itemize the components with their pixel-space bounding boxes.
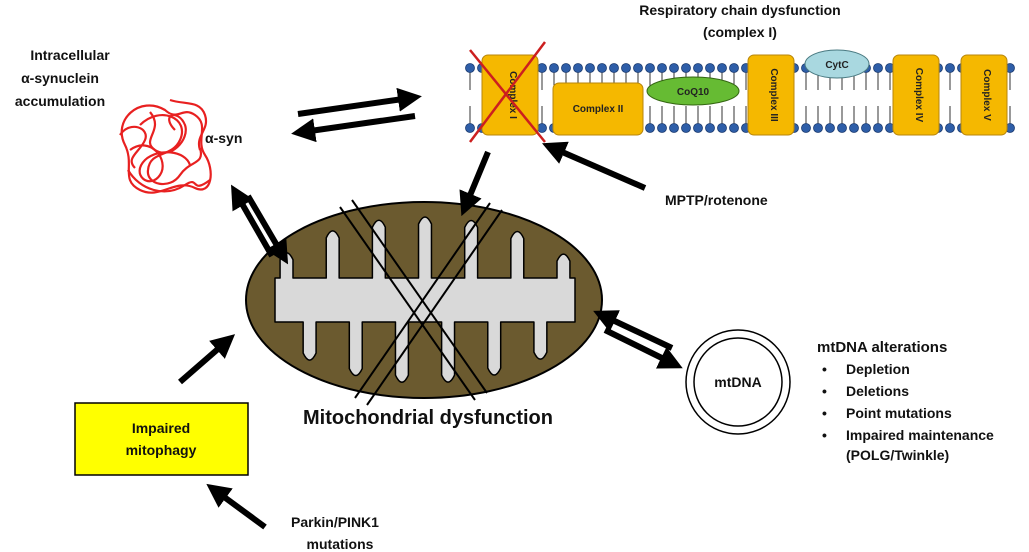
lipid-head [669, 123, 679, 133]
lipid-head [465, 123, 475, 133]
complex-1: Complex I [469, 41, 546, 143]
lipid-head [801, 123, 811, 133]
alpha-syn-heading: Intracellular α-synuclein accumulation [15, 47, 110, 109]
lipid-head [837, 123, 847, 133]
lipid-head [561, 63, 571, 73]
alpha-syn-heading-line1: Intracellular [30, 47, 110, 63]
mtdna-circle-label: mtDNA [714, 374, 761, 390]
cytc: CytC [804, 49, 870, 79]
mtdna-item-1: Depletion [846, 361, 910, 377]
complex-4: Complex IV [892, 54, 940, 136]
arrow-chain-to-syn [291, 113, 416, 143]
arrow-syn-to-chain [297, 87, 422, 117]
cytc-label: CytC [825, 60, 848, 71]
respiratory-title-line1: Respiratory chain dysfunction [639, 2, 840, 18]
arrow-parkin-to-mitophagy [206, 483, 267, 530]
lipid-head [945, 63, 955, 73]
alpha-synuclein-tangle-icon [119, 98, 212, 194]
lipid-head [645, 123, 655, 133]
lipid-head [729, 63, 739, 73]
parkin-pink1-line1: Parkin/PINK1 [291, 514, 379, 530]
lipid-head [633, 63, 643, 73]
lipid-head [537, 63, 547, 73]
complex-2: Complex II [552, 82, 644, 136]
complex-5: Complex V [960, 54, 1008, 136]
alpha-syn-heading-line2: α-synuclein [21, 70, 99, 86]
mitophagy-line2: mitophagy [126, 442, 197, 458]
respiratory-title-line2: (complex I) [703, 24, 777, 40]
mtdna-item-3: Point mutations [846, 405, 952, 421]
complex-3-label: Complex III [768, 68, 779, 122]
arrow-mito-to-mtdna [603, 327, 683, 369]
mptp-rotenone-label: MPTP/rotenone [665, 192, 768, 208]
lipid-head [873, 63, 883, 73]
lipid-head [693, 123, 703, 133]
complex-1-cross-line-b [469, 41, 546, 143]
arrow-mptp-to-complex1 [541, 141, 647, 191]
mitochondrion-cross-icon [339, 199, 503, 406]
mtdna-item-2: Deletions [846, 383, 909, 399]
lipid-head [873, 123, 883, 133]
mtdna-alterations: mtDNA alterations • Depletion • Deletion… [817, 339, 994, 463]
mitophagy-line1: Impaired [132, 420, 190, 436]
alpha-syn-label: α-syn [205, 130, 242, 146]
lipid-head [657, 63, 667, 73]
complex-1-cross-line-a [469, 49, 546, 143]
lipid-head [717, 123, 727, 133]
lipid-head [717, 63, 727, 73]
lipid-head [657, 123, 667, 133]
respiratory-title: Respiratory chain dysfunction (complex I… [639, 2, 840, 40]
mtdna-circle-icon: mtDNA [685, 329, 791, 435]
mtdna-bullet-3: • [822, 405, 827, 421]
arrow-syn-to-mito [245, 194, 289, 265]
lipid-head [705, 123, 715, 133]
mitophagy-box: Impaired mitophagy [74, 402, 249, 476]
lipid-head [825, 123, 835, 133]
mitochondrial-dysfunction-label: Mitochondrial dysfunction [303, 407, 553, 429]
coq10-label: CoQ10 [677, 87, 710, 98]
alpha-syn-heading-line3: accumulation [15, 93, 105, 109]
complex-4-label: Complex IV [913, 68, 924, 123]
mtdna-bullet-4: • [822, 427, 827, 443]
complex-1-label: Complex I [507, 71, 518, 119]
cristae-shape [274, 216, 576, 383]
arrow-mtdna-to-mito [593, 310, 674, 351]
arrow-mitophagy-to-mito [178, 334, 236, 385]
lipid-head [597, 63, 607, 73]
lipid-head [681, 123, 691, 133]
lipid-head [537, 123, 547, 133]
arrow-chain-to-mito [459, 150, 491, 217]
lipid-head [549, 63, 559, 73]
mtdna-alterations-title: mtDNA alterations [817, 339, 947, 356]
complex-5-label: Complex V [981, 69, 992, 121]
complex-3: Complex III [747, 54, 795, 136]
lipid-head [669, 63, 679, 73]
lipid-head [849, 123, 859, 133]
mtdna-bullet-2: • [822, 383, 827, 399]
parkin-pink1-line2: mutations [307, 536, 374, 552]
lipid-head [861, 123, 871, 133]
mtdna-bullet-1: • [822, 361, 827, 377]
lipid-head [609, 63, 619, 73]
lipid-head [945, 123, 955, 133]
cristae [274, 216, 576, 383]
arrows [178, 87, 683, 530]
lipid-head [681, 63, 691, 73]
lipid-head [813, 123, 823, 133]
lipid-head [693, 63, 703, 73]
lipid-head [621, 63, 631, 73]
lipid-head [645, 63, 655, 73]
lipid-head [705, 63, 715, 73]
lipid-head [465, 63, 475, 73]
mtdna-item-4-line2: (POLG/Twinkle) [846, 447, 949, 463]
lipid-head [585, 63, 595, 73]
complex-2-label: Complex II [573, 104, 624, 115]
lipid-head [729, 123, 739, 133]
mtdna-item-4: Impaired maintenance [846, 427, 994, 443]
coq10: CoQ10 [646, 76, 740, 106]
lipid-head [573, 63, 583, 73]
